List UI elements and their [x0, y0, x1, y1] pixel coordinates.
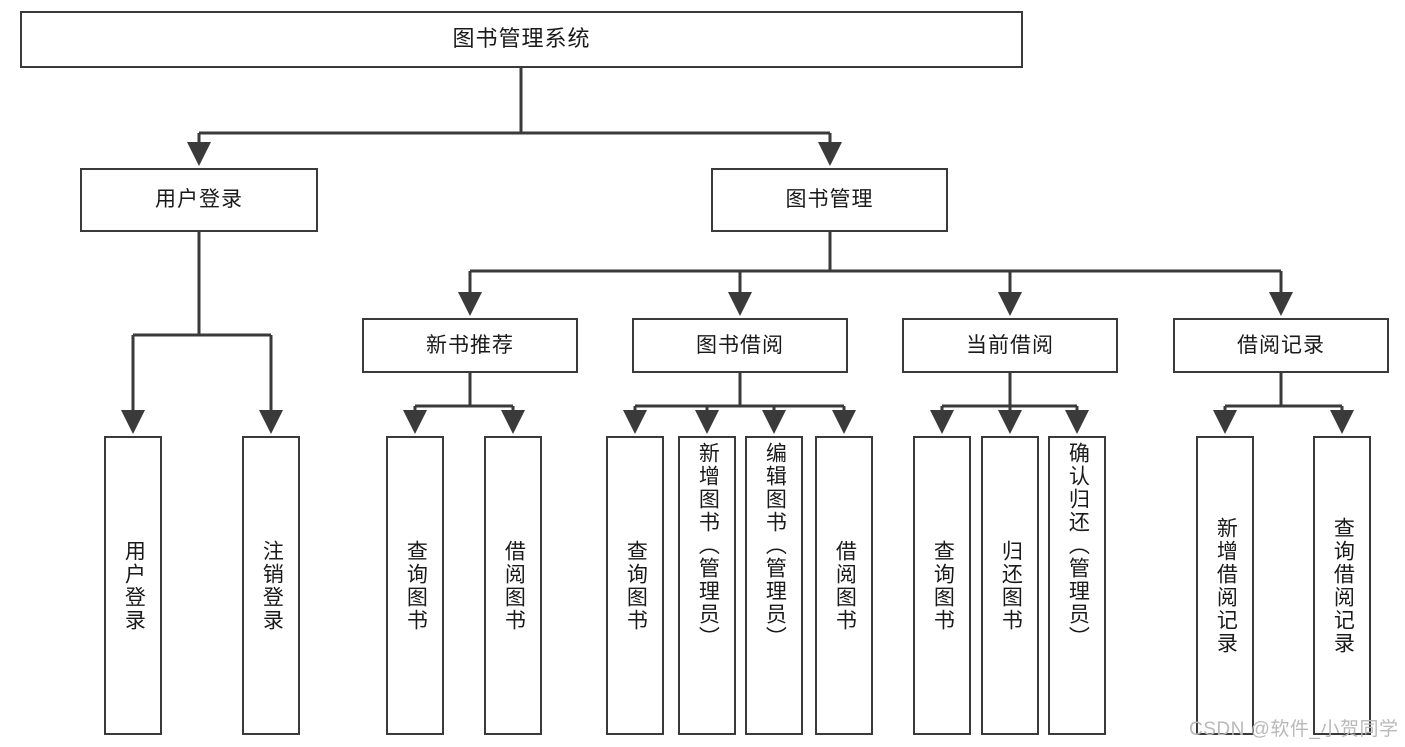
- node-leaf-return-book[interactable]: 归还图书: [981, 436, 1039, 735]
- node-root[interactable]: 图书管理系统: [20, 11, 1023, 68]
- node-leaf-add-record-label: 新增借阅记录: [1214, 516, 1238, 655]
- node-root-label: 图书管理系统: [452, 26, 591, 52]
- node-leaf-confirm-return[interactable]: 确认归还（管理员）: [1048, 436, 1106, 735]
- node-leaf-borrow-book-2[interactable]: 借阅图书: [815, 436, 873, 735]
- node-leaf-user-login-label: 用户登录: [122, 539, 146, 632]
- node-new-book-recommend-label: 新书推荐: [426, 333, 514, 357]
- node-borrow-record[interactable]: 借阅记录: [1173, 318, 1389, 373]
- node-book-borrow-label: 图书借阅: [696, 333, 784, 357]
- node-user-login-label: 用户登录: [155, 188, 243, 212]
- node-book-manage-label: 图书管理: [785, 188, 874, 212]
- node-leaf-borrow-book-1[interactable]: 借阅图书: [484, 436, 542, 735]
- node-leaf-user-logout[interactable]: 注销登录: [242, 436, 300, 735]
- node-borrow-record-label: 借阅记录: [1237, 333, 1325, 357]
- node-leaf-query-book-2-label: 查询图书: [624, 539, 648, 632]
- node-leaf-edit-book[interactable]: 编辑图书（管理员）: [745, 436, 803, 735]
- node-leaf-return-book-label: 归还图书: [999, 539, 1023, 632]
- node-current-borrow[interactable]: 当前借阅: [902, 318, 1118, 373]
- node-leaf-query-record[interactable]: 查询借阅记录: [1313, 436, 1371, 735]
- node-leaf-query-record-label: 查询借阅记录: [1331, 516, 1355, 655]
- node-book-borrow[interactable]: 图书借阅: [632, 318, 848, 373]
- node-leaf-query-book-3-label: 查询图书: [931, 539, 955, 632]
- node-leaf-user-logout-label: 注销登录: [260, 539, 284, 632]
- node-leaf-user-login[interactable]: 用户登录: [104, 436, 162, 735]
- node-leaf-query-book-1-label: 查询图书: [404, 539, 428, 632]
- node-leaf-query-book-1[interactable]: 查询图书: [386, 436, 444, 735]
- node-leaf-add-book-label: 新增图书（管理员）: [696, 442, 720, 649]
- csdn-watermark: CSDN @软件_小贺同学: [1189, 719, 1399, 740]
- node-leaf-borrow-book-2-label: 借阅图书: [833, 539, 857, 632]
- node-new-book-recommend[interactable]: 新书推荐: [362, 318, 578, 373]
- node-book-manage[interactable]: 图书管理: [711, 168, 948, 232]
- node-leaf-borrow-book-1-label: 借阅图书: [502, 539, 526, 632]
- node-current-borrow-label: 当前借阅: [966, 333, 1054, 357]
- node-leaf-confirm-return-label: 确认归还（管理员）: [1066, 442, 1090, 649]
- node-leaf-query-book-2[interactable]: 查询图书: [606, 436, 664, 735]
- node-leaf-add-record[interactable]: 新增借阅记录: [1196, 436, 1254, 735]
- node-user-login[interactable]: 用户登录: [80, 168, 318, 232]
- node-leaf-edit-book-label: 编辑图书（管理员）: [763, 442, 787, 649]
- node-leaf-query-book-3[interactable]: 查询图书: [913, 436, 971, 735]
- node-leaf-add-book[interactable]: 新增图书（管理员）: [678, 436, 736, 735]
